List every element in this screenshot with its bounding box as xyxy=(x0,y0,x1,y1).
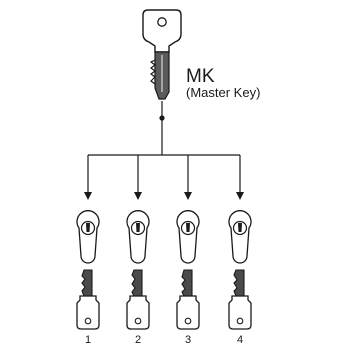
lock-number-3: 3 xyxy=(185,334,191,346)
lock-number-1: 1 xyxy=(85,334,91,346)
lock-cylinder-icon xyxy=(228,210,252,264)
lock-cylinder-icon xyxy=(76,210,100,264)
key-icon xyxy=(228,269,252,330)
key-icon xyxy=(126,269,150,330)
master-key-icon xyxy=(142,9,182,100)
lock-cylinder-icon xyxy=(176,210,200,264)
lock-cylinder-icon xyxy=(126,210,150,264)
lock-number-2: 2 xyxy=(135,334,141,346)
lock-number-4: 4 xyxy=(237,334,243,346)
master-key-subtitle: (Master Key) xyxy=(186,85,260,100)
key-icon xyxy=(76,269,100,330)
key-icon xyxy=(176,269,200,330)
master-key-title: MK xyxy=(186,66,215,87)
